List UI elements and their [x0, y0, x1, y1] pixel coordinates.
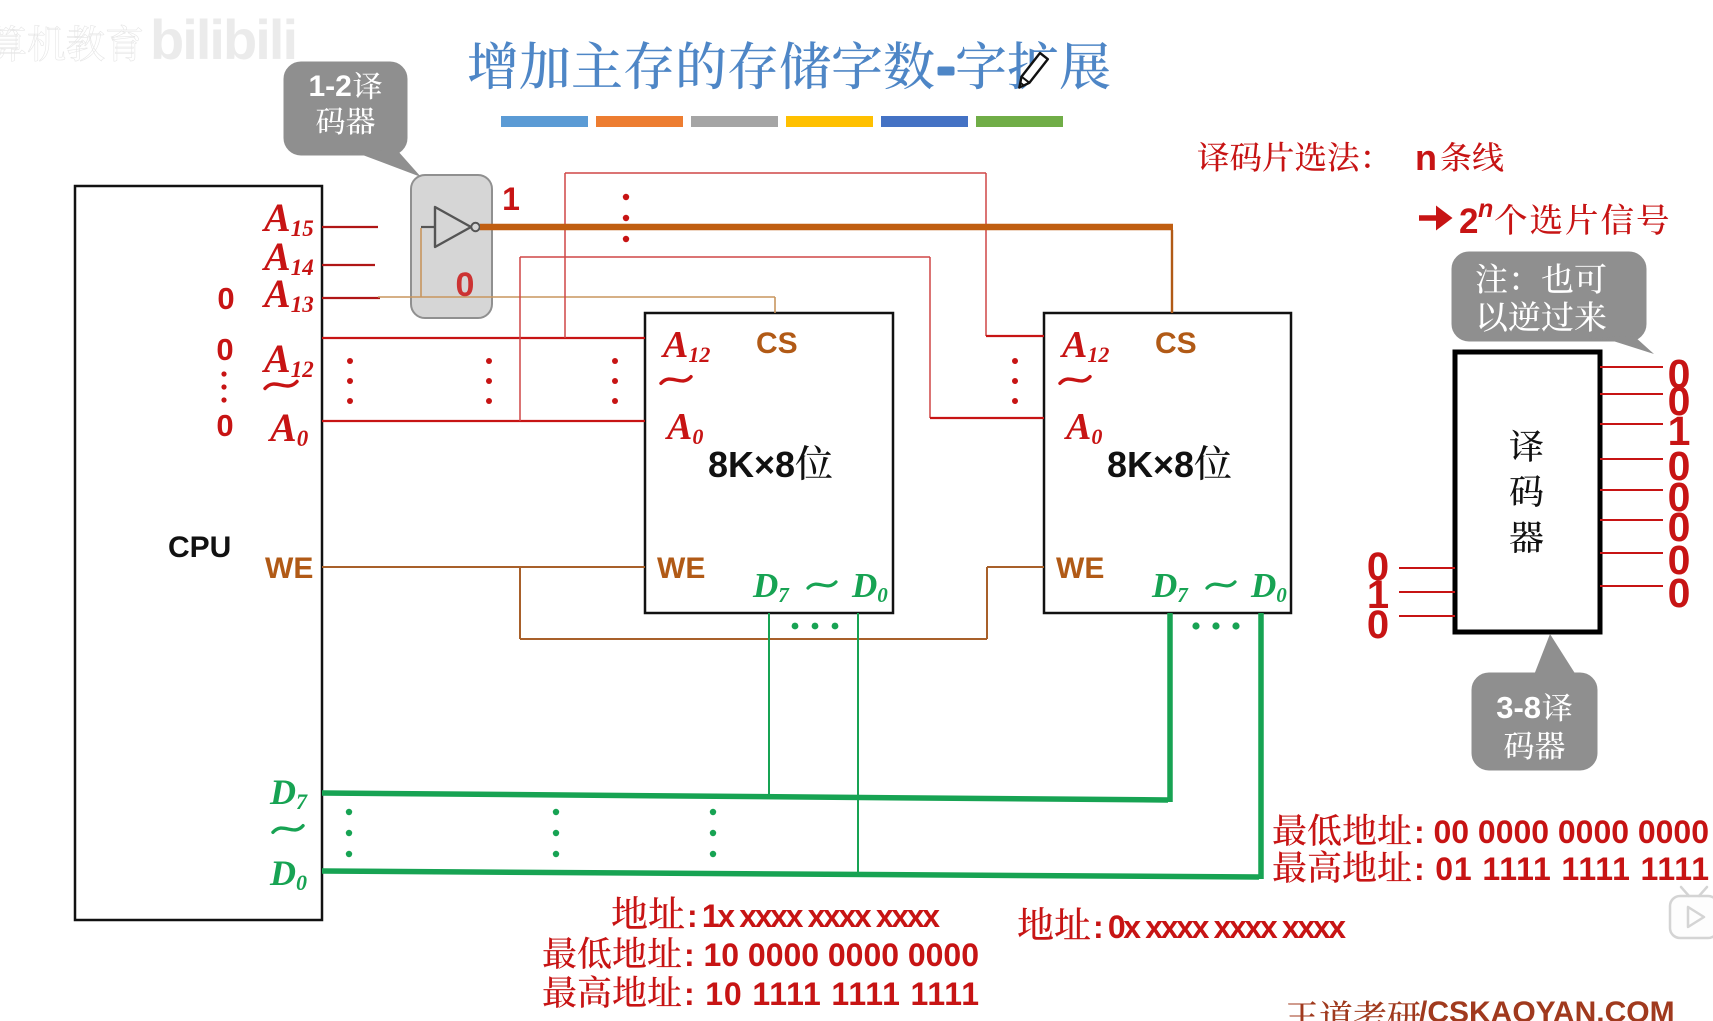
svg-text:: 1x xxxx xxxx xxxx: : 1x xxxx xxxx xxxx [687, 898, 940, 934]
svg-text:WE: WE [265, 552, 313, 585]
svg-text:0: 0 [1668, 378, 1691, 424]
svg-text:0: 0 [1668, 474, 1691, 520]
svg-text:: 0x xxxx xxxx xxxx: : 0x xxxx xxxx xxxx [1093, 909, 1346, 945]
svg-text:0: 0 [217, 281, 234, 316]
svg-text:n: n [1478, 195, 1493, 223]
svg-text:3-8: 3-8 [1496, 690, 1541, 725]
svg-text:/CSKAOYAN.COM: /CSKAOYAN.COM [1419, 996, 1675, 1021]
svg-text:WE: WE [657, 552, 705, 585]
svg-text:1: 1 [1668, 408, 1691, 454]
svg-text:CS: CS [1155, 327, 1197, 360]
svg-text:: 01 1111 1111 1111: : 01 1111 1111 1111 [1414, 851, 1709, 887]
svg-text:A12: A12 [1060, 324, 1109, 367]
svg-text:: 10 0000 0000 0000: : 10 0000 0000 0000 [684, 937, 979, 973]
svg-text:0: 0 [1367, 603, 1389, 647]
svg-text:0: 0 [216, 408, 233, 443]
svg-text:: 00 0000 0000 0000: : 00 0000 0000 0000 [1414, 814, 1709, 850]
svg-text:8K×8: 8K×8 [1107, 444, 1194, 485]
svg-text:A0: A0 [1064, 406, 1102, 449]
svg-text:0: 0 [1668, 504, 1691, 550]
svg-text:0: 0 [1668, 537, 1691, 583]
svg-text:0: 0 [1367, 545, 1389, 589]
svg-text:8K×8: 8K×8 [708, 444, 795, 485]
svg-text:CPU: CPU [168, 531, 231, 564]
svg-text:1: 1 [1367, 573, 1389, 617]
svg-text:1-2: 1-2 [308, 70, 351, 103]
svg-text:0: 0 [216, 332, 233, 367]
svg-text:n: n [1415, 137, 1437, 178]
svg-text:0: 0 [1668, 351, 1691, 397]
svg-text:0: 0 [1668, 570, 1691, 616]
svg-text:WE: WE [1056, 552, 1104, 585]
svg-text:A12: A12 [261, 336, 314, 382]
svg-text:0: 0 [456, 266, 475, 304]
svg-text:: 10 1111 1111 1111: : 10 1111 1111 1111 [684, 976, 979, 1012]
svg-text:0: 0 [1668, 443, 1691, 489]
svg-text:1: 1 [502, 181, 520, 217]
svg-text:bilibili: bilibili [150, 8, 298, 71]
svg-text:2: 2 [1459, 202, 1478, 241]
svg-text:CS: CS [756, 327, 798, 360]
